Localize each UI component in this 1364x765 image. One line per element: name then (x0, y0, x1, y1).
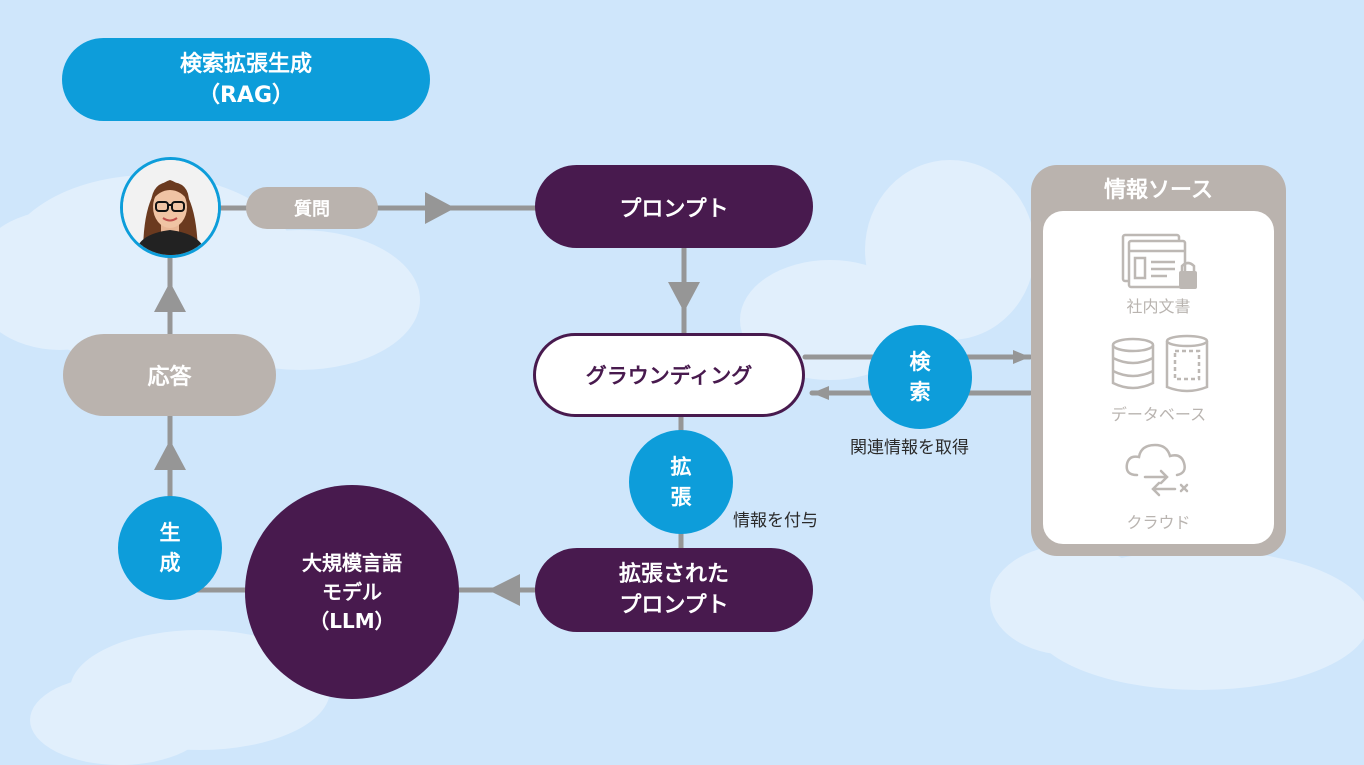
search-line2: 索 (909, 380, 931, 404)
database-icon (1111, 334, 1209, 393)
arrow-to-answer (154, 440, 186, 470)
source-label-documents: 社内文書 (1126, 297, 1191, 316)
woman-avatar-icon (123, 160, 218, 255)
search-line1: 検 (909, 350, 931, 374)
user-avatar (120, 157, 221, 258)
locked-document-icon (1121, 233, 1197, 289)
llm-node: 大規模言語 モデル （LLM） (245, 485, 459, 699)
sources-list: 社内文書 データベース クラウド (1043, 211, 1274, 544)
arrow-to-grounding-back (812, 386, 829, 400)
source-label-cloud: クラウド (1126, 513, 1191, 532)
arrow-to-llm (488, 574, 520, 606)
title-pill: 検索拡張生成 （RAG） (62, 38, 430, 121)
augment-step: 拡 張 (629, 430, 733, 534)
search-step: 検 索 (868, 325, 972, 429)
augmented-prompt-line2: プロンプト (619, 593, 729, 618)
llm-line3: （LLM） (309, 608, 395, 633)
augment-line2: 張 (670, 485, 692, 509)
source-label-database: データベース (1110, 405, 1207, 424)
augment-line1: 拡 (670, 455, 692, 479)
generate-line1: 生 (159, 521, 181, 545)
title-line2: （RAG） (197, 82, 295, 108)
arrow-to-user (154, 282, 186, 312)
augmented-prompt-node: 拡張された プロンプト (535, 548, 813, 632)
title-line1: 検索拡張生成 (179, 51, 312, 77)
cloud-sync-icon (1125, 443, 1189, 497)
sources-title: 情報ソース (1104, 178, 1213, 203)
question-label: 質問 (246, 187, 378, 229)
llm-line2: モデル (322, 579, 382, 604)
generate-step: 生 成 (118, 496, 222, 600)
arrow-to-sources (1013, 350, 1030, 364)
answer-node: 応答 (63, 334, 276, 416)
llm-line1: 大規模言語 (302, 550, 402, 575)
prompt-node: プロンプト (535, 165, 813, 248)
arrow-to-prompt (425, 192, 455, 224)
arrow-to-grounding (668, 282, 700, 312)
augmented-prompt-line1: 拡張された (618, 562, 729, 587)
generate-line2: 成 (159, 551, 181, 575)
retrieve-note: 関連情報を取得 (850, 438, 969, 458)
sources-panel: 情報ソース 社内文書 (1031, 165, 1286, 556)
add-info-note: 情報を付与 (733, 511, 818, 531)
grounding-node: グラウンディング (533, 333, 805, 417)
